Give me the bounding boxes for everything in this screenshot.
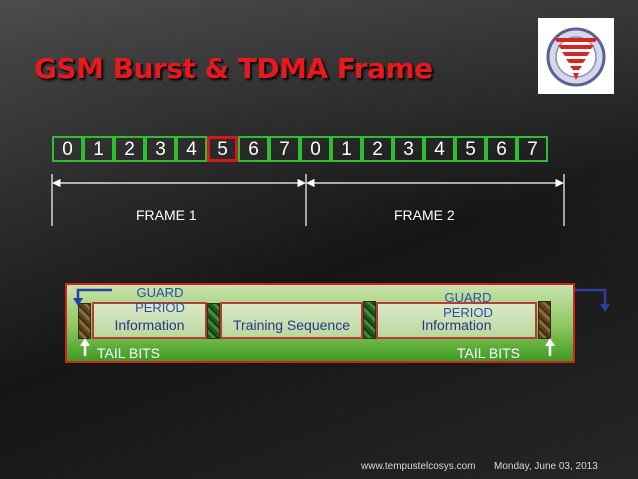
footer-date: Monday, June 03, 2013	[494, 461, 598, 472]
tail-right-up-arrow-icon	[545, 338, 555, 346]
timeslot-15: 7	[517, 136, 548, 162]
guard-period-right-label: GUARD PERIOD	[432, 290, 504, 320]
guard-period-left-label: GUARD PERIOD	[124, 285, 196, 315]
timeslot-10: 2	[362, 136, 393, 162]
timeslot-5-highlighted: 5	[207, 136, 238, 162]
timeslot-3: 3	[145, 136, 176, 162]
guard-right-text: GUARD PERIOD	[443, 290, 493, 320]
guard-right-arrowhead	[600, 304, 610, 312]
frame2-label: FRAME 2	[394, 207, 455, 223]
company-logo	[538, 18, 614, 94]
timeslot-12: 4	[424, 136, 455, 162]
tail-bits-left-block	[78, 303, 91, 339]
timeslot-11: 3	[393, 136, 424, 162]
timeslot-0: 0	[52, 136, 83, 162]
footer-website: www.tempustelcosys.com	[361, 461, 476, 472]
tail-bits-left-label: TAIL BITS	[97, 345, 161, 361]
logo-icon	[546, 27, 606, 87]
guard-left-arrowhead	[73, 298, 83, 306]
timeslot-1: 1	[83, 136, 114, 162]
stealing-flag-right	[363, 301, 376, 339]
timeslot-2: 2	[114, 136, 145, 162]
tail-left-up-arrow-icon	[80, 338, 90, 346]
timeslot-14: 6	[486, 136, 517, 162]
timeslot-8: 0	[300, 136, 331, 162]
stealing-flag-left	[207, 303, 220, 339]
training-sequence-segment: Training Sequence	[220, 302, 363, 339]
guard-left-bracket	[76, 288, 112, 300]
timeslot-13: 5	[455, 136, 486, 162]
timeslot-9: 1	[331, 136, 362, 162]
frame1-label: FRAME 1	[136, 207, 197, 223]
tail-bits-right-block	[538, 301, 551, 339]
timeslot-4: 4	[176, 136, 207, 162]
slide-title: GSM Burst & TDMA Frame	[34, 52, 433, 85]
tail-bits-right-label: TAIL BITS	[457, 345, 521, 361]
guard-left-text: GUARD PERIOD	[135, 285, 185, 315]
guard-right-bracket	[575, 288, 607, 306]
timeslot-6: 6	[238, 136, 269, 162]
info-right-segment: Information	[376, 302, 537, 339]
timeslot-7: 7	[269, 136, 300, 162]
info-left-segment: Information	[92, 302, 207, 339]
